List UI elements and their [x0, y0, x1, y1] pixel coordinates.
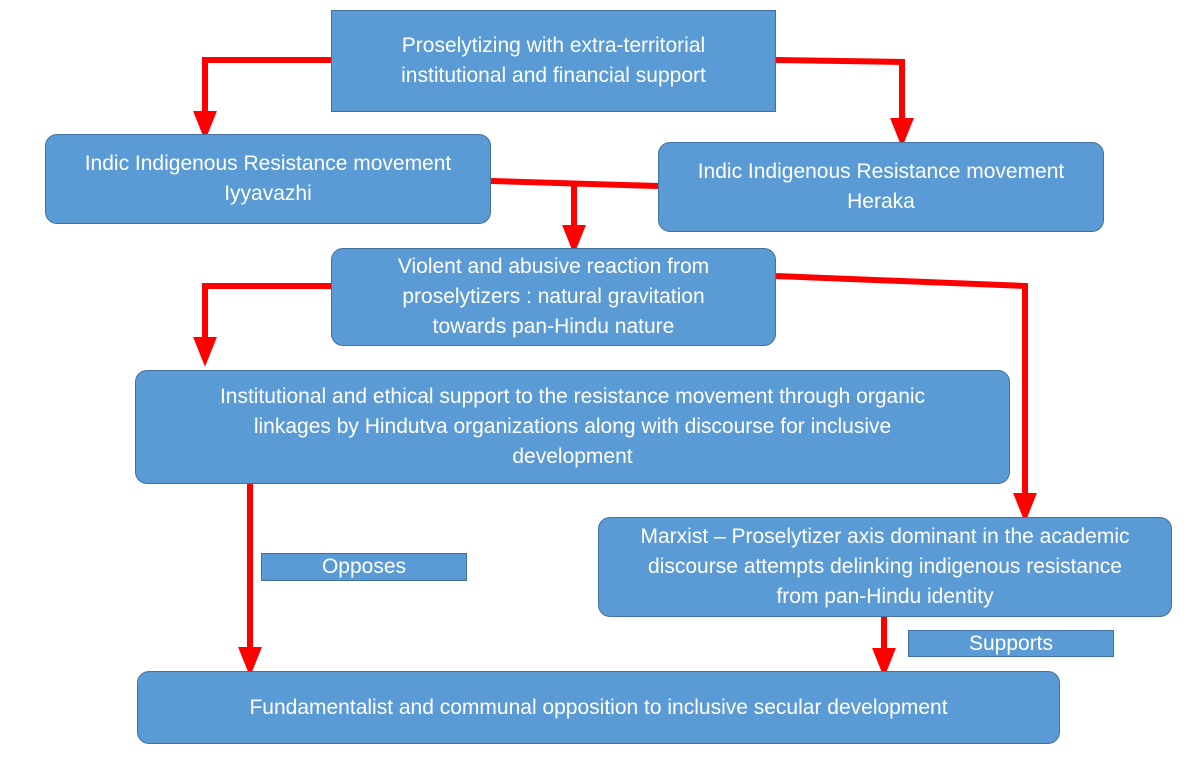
node-institutional-support: Institutional and ethical support to the… [135, 370, 1010, 484]
node-violent-reaction-line: Violent and abusive reaction from [397, 255, 710, 278]
node-proselytizing: Proselytizing with extra-territorial ins… [331, 10, 776, 112]
node-heraka-line: Indic Indigenous Resistance movement [697, 160, 1065, 183]
node-violent-reaction-line: proselytizers : natural gravitation [402, 285, 705, 308]
node-institutional-support-line: Institutional and ethical support to the… [219, 385, 926, 408]
node-institutional-support-line: linkages by Hindutva organizations along… [253, 415, 892, 438]
node-violent-reaction-line: towards pan-Hindu nature [432, 315, 675, 338]
node-institutional-support-text: Institutional and ethical support to the… [220, 382, 925, 472]
node-violent-reaction-text: Violent and abusive reaction from prosel… [398, 252, 709, 342]
node-heraka-line: Heraka [847, 190, 915, 213]
node-proselytizing-text: Proselytizing with extra-territorial ins… [401, 31, 706, 91]
node-iyyavazhi-line: Indic Indigenous Resistance movement [84, 152, 452, 175]
node-violent-reaction: Violent and abusive reaction from prosel… [331, 248, 776, 346]
arrow-violent-to-marxist [775, 273, 1037, 523]
node-marxist-axis-line: from pan-Hindu identity [776, 585, 994, 608]
arrow-top-to-heraka [775, 57, 914, 148]
edge-label-supports-text: Supports [968, 631, 1054, 655]
node-fundamentalist-opposition: Fundamentalist and communal opposition t… [137, 671, 1060, 744]
node-iyyavazhi: Indic Indigenous Resistance movement Iyy… [45, 134, 491, 224]
node-heraka-text: Indic Indigenous Resistance movement Her… [698, 157, 1065, 217]
node-marxist-axis: Marxist – Proselytizer axis dominant in … [598, 517, 1172, 617]
node-marxist-axis-line: discourse attempts delinking indigenous … [648, 555, 1122, 578]
node-heraka: Indic Indigenous Resistance movement Her… [658, 142, 1104, 232]
node-proselytizing-line: Proselytizing with extra-territorial [401, 34, 706, 57]
arrow-group [193, 57, 1037, 678]
arrow-top-to-iyyavazhi [193, 57, 331, 141]
node-iyyavazhi-line: Iyyavazhi [224, 182, 312, 205]
node-marxist-axis-text: Marxist – Proselytizer axis dominant in … [640, 522, 1129, 612]
node-fundamentalist-opposition-text: Fundamentalist and communal opposition t… [249, 695, 948, 719]
node-proselytizing-line: institutional and financial support [401, 64, 706, 87]
node-institutional-support-line: development [512, 445, 633, 468]
node-iyyavazhi-text: Indic Indigenous Resistance movement Iyy… [85, 149, 452, 209]
edge-label-supports: Supports [908, 630, 1114, 657]
edge-label-opposes-text: Opposes [321, 555, 407, 578]
edge-label-opposes: Opposes [261, 553, 467, 581]
arrow-violent-to-support [193, 283, 331, 367]
node-marxist-axis-line: Marxist – Proselytizer axis dominant in … [640, 525, 1130, 548]
